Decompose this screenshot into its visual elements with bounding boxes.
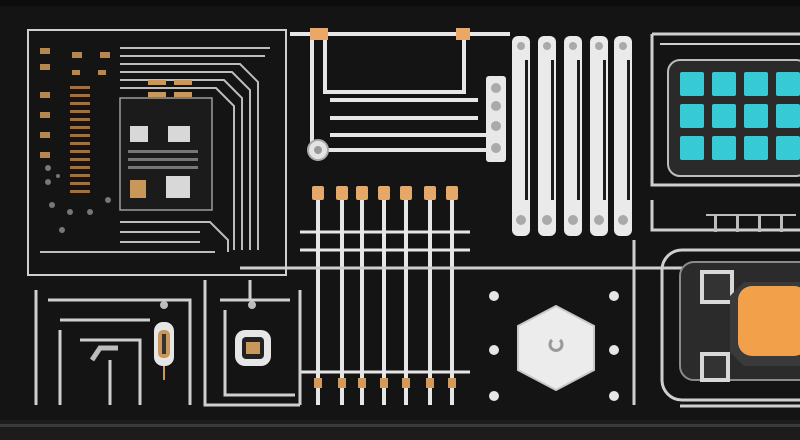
resistor-array — [300, 186, 470, 405]
hex-nut-icon — [517, 304, 595, 392]
processor-block — [27, 29, 287, 276]
top-bracket — [290, 32, 510, 152]
hex-nut-panel — [489, 240, 636, 405]
display-module — [650, 32, 800, 232]
orange-chip — [660, 248, 800, 408]
top-edge — [0, 0, 800, 6]
bottom-edge — [0, 420, 800, 440]
diode-icon — [235, 301, 271, 366]
vertical-bars — [512, 36, 632, 236]
screw-rail — [486, 76, 506, 162]
capacitor-icon — [154, 301, 174, 380]
